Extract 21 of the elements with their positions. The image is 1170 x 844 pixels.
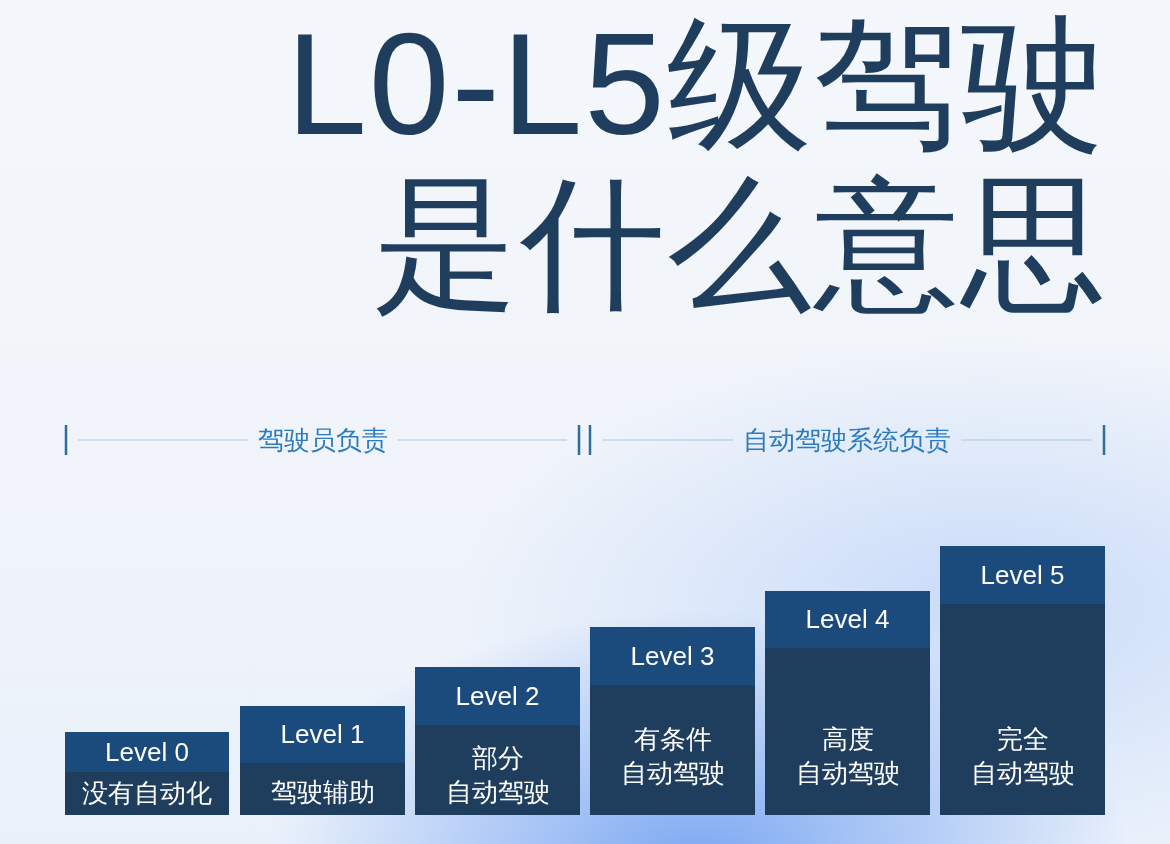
level-description: 高度自动驾驶 xyxy=(794,723,901,790)
level-bar xyxy=(590,627,755,815)
level-description: 部分自动驾驶 xyxy=(444,742,551,809)
level-bar xyxy=(65,732,229,815)
level-description: 有条件自动驾驶 xyxy=(619,723,726,790)
level-label: Level 3 xyxy=(590,627,755,685)
level-bar xyxy=(415,667,580,815)
level-label: Level 0 xyxy=(65,732,229,772)
level-bar xyxy=(240,706,405,815)
level-label: Level 5 xyxy=(940,546,1105,604)
level-label: Level 2 xyxy=(415,667,580,725)
span-label: 自动驾驶系统负责 xyxy=(743,424,951,456)
level-description: 完全自动驾驶 xyxy=(969,723,1076,790)
level-description: 驾驶辅助 xyxy=(269,776,376,809)
title: L0-L5级驾驶是什么意思 xyxy=(285,4,1108,324)
level-description: 没有自动化 xyxy=(81,777,213,810)
level-bar xyxy=(940,546,1105,815)
level-bar xyxy=(765,591,930,815)
level-label: Level 1 xyxy=(240,706,405,763)
level-label: Level 4 xyxy=(765,591,930,648)
span-label: 驾驶员负责 xyxy=(257,424,388,456)
